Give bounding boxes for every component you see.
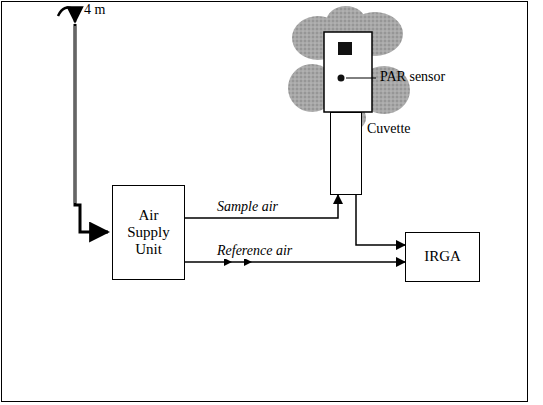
supply-box: Air Supply Unit — [112, 185, 185, 280]
cuvette-head — [324, 32, 372, 112]
intake-pipe-inner — [75, 26, 76, 203]
height-label: 4 m — [84, 2, 105, 18]
air-line — [185, 261, 405, 263]
edge-label: Reference air — [215, 243, 294, 259]
node-label: Air Supply Unit — [113, 203, 184, 263]
part-label: PAR sensor — [380, 69, 445, 85]
air-line — [185, 195, 338, 218]
frame — [2, 2, 528, 402]
edge-label: Sample air — [215, 199, 280, 215]
air-line — [356, 195, 405, 245]
leader-line — [346, 78, 376, 79]
analyzer-box: IRGA — [405, 232, 480, 282]
par-sensor — [338, 75, 345, 82]
window — [338, 42, 352, 55]
intake-pipe — [75, 24, 108, 232]
intake-hook — [58, 8, 75, 22]
node-label: IRGA — [420, 244, 465, 269]
node-label: Cuvette — [367, 121, 411, 137]
cuvette: Cuvette — [330, 112, 362, 195]
